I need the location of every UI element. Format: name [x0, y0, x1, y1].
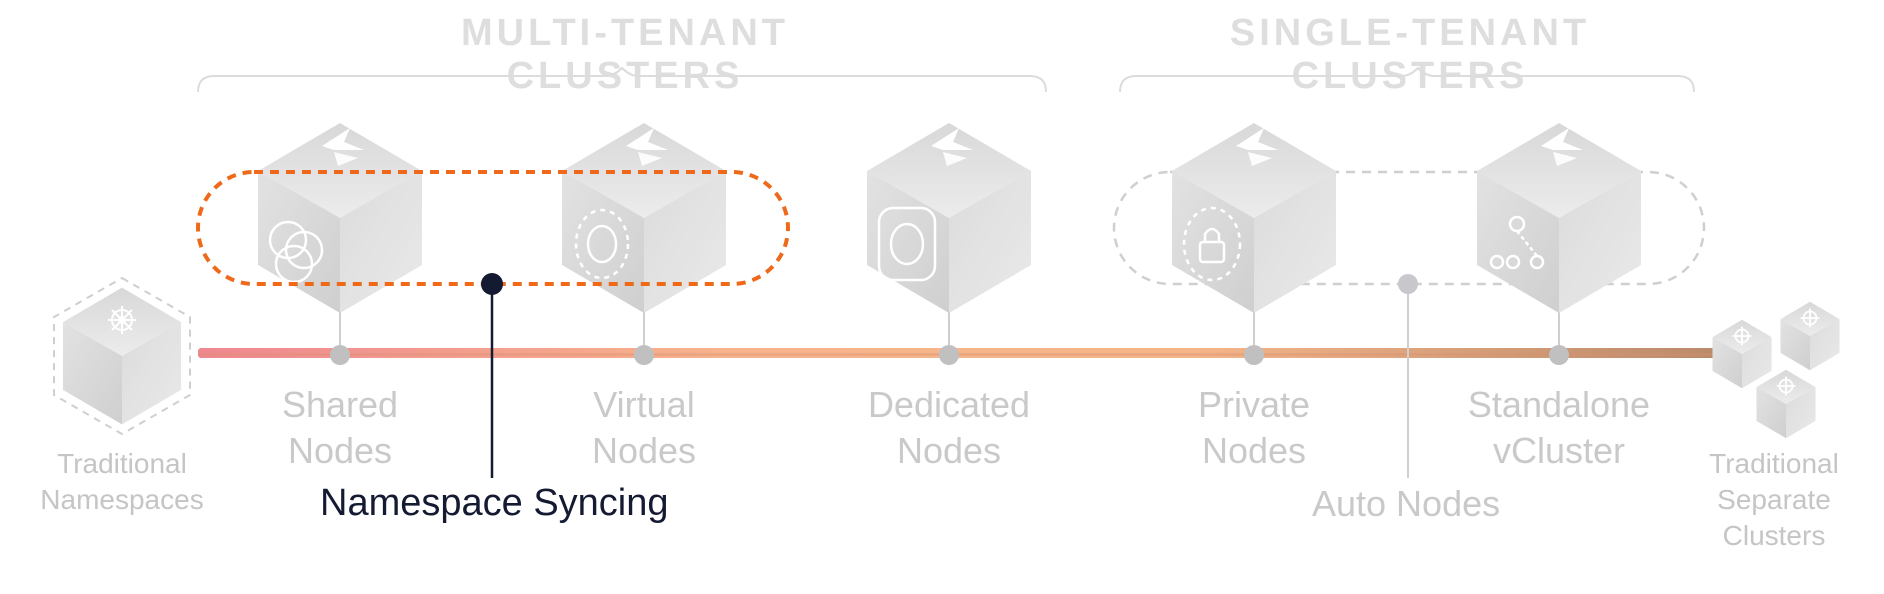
padlock-icon: [1182, 206, 1242, 282]
multi-tenant-brace: [197, 66, 1047, 93]
auto-nodes-dot: [1398, 274, 1418, 294]
track-dot: [634, 345, 654, 365]
track-dot: [330, 345, 350, 365]
namespace-syncing-dot: [481, 273, 503, 295]
virtual-nodes-cube: [562, 123, 726, 313]
private-nodes-cube: [1172, 123, 1336, 313]
node-graph-icon: [1489, 215, 1545, 270]
traditional-namespaces-cube: [53, 276, 191, 436]
namespace-syncing-loop: [196, 170, 790, 286]
separate-cluster-cube-3: [1756, 369, 1816, 439]
separate-cluster-cube-1: [1712, 319, 1772, 389]
namespace-syncing-label: Namespace Syncing: [320, 482, 669, 524]
single-tenant-brace: [1119, 66, 1695, 93]
dedicated-nodes-cube: [867, 123, 1031, 313]
single-tenant-title: SINGLE-TENANT CLUSTERS: [1229, 12, 1591, 97]
separate-cluster-cube-2: [1780, 301, 1840, 371]
dashed-circle-icon: [574, 208, 630, 280]
auto-nodes-label: Auto Nodes: [1312, 483, 1501, 524]
track-dot: [939, 345, 959, 365]
standalone-vcluster-cube: [1477, 123, 1641, 313]
track-dot: [1244, 345, 1264, 365]
auto-nodes-loop: [1112, 170, 1706, 286]
rounded-square-circle-icon: [877, 206, 937, 282]
track-dot: [1549, 345, 1569, 365]
kubernetes-helm-icon: [108, 306, 136, 334]
